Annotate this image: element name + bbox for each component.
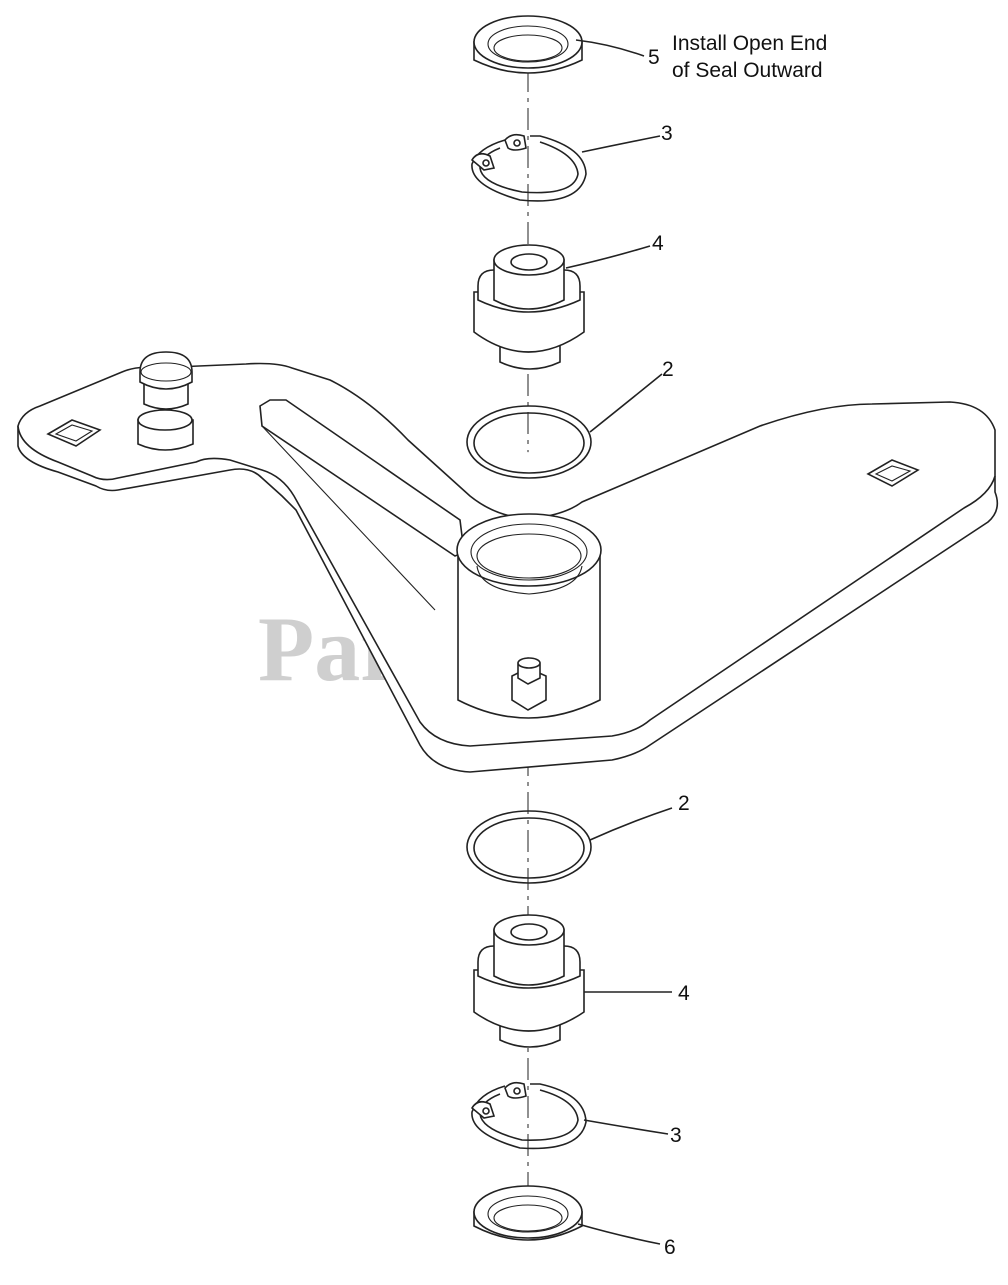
- bearing-top: [473, 244, 585, 370]
- retaining-ring-bottom: [470, 1081, 587, 1150]
- callout-seal-bottom: 6: [664, 1236, 676, 1259]
- callout-seal-top: 5: [648, 46, 660, 69]
- callout-bearing-top: 4: [652, 232, 664, 255]
- callout-o-ring-top: 2: [662, 358, 674, 381]
- seal-bottom: [473, 1185, 583, 1241]
- seal-top: [473, 15, 583, 74]
- o-ring-top: [466, 405, 592, 479]
- callout-o-ring-bottom: 2: [678, 792, 690, 815]
- callout-retaining-ring-bottom: 3: [670, 1124, 682, 1147]
- o-ring-bottom: [466, 810, 592, 884]
- callout-labels: 5 3 4 2 2 4 3 6: [648, 46, 690, 1259]
- bearing-bottom: [473, 914, 585, 1048]
- install-note-line-1: Install Open End: [672, 32, 827, 55]
- leader-lines: [565, 39, 673, 1245]
- install-note-line-2: of Seal Outward: [672, 59, 823, 82]
- retaining-ring-top: [470, 133, 587, 202]
- callout-retaining-ring-top: 3: [661, 122, 673, 145]
- callout-bearing-bottom: 4: [678, 982, 690, 1005]
- install-note: Install Open End of Seal Outward: [672, 32, 827, 82]
- bracket-plate: [17, 351, 999, 773]
